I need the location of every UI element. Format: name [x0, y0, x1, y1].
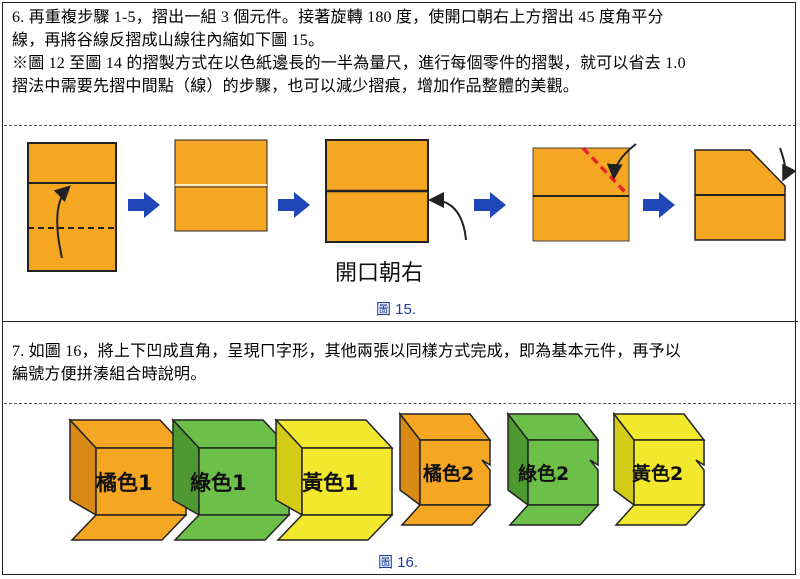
piece-yellow-1 — [274, 418, 394, 541]
fig15-step4-square — [532, 143, 637, 242]
label-orange-1: 橘色1 — [96, 471, 153, 495]
piece-green-1 — [171, 418, 291, 541]
fig15-arrow-3 — [474, 192, 506, 218]
step6-line2: 線，再將谷線反摺成山線往內縮如下圖 15。 — [12, 32, 325, 49]
fig15-arrow-4 — [643, 192, 675, 218]
label-green-1: 綠色1 — [190, 471, 247, 495]
piece-green-2 — [506, 411, 600, 526]
fig15-callout: 開口朝右 — [335, 261, 423, 286]
label-yellow-1: 黃色1 — [302, 471, 359, 495]
section-divider-dashed-2 — [4, 403, 796, 404]
section-divider — [2, 321, 798, 322]
section-divider-dashed — [4, 125, 796, 126]
figure-16-caption: 圖 16. — [378, 554, 419, 571]
step6-line1: 6. 再重複步驟 1-5，摺出一組 3 個元件。接著旋轉 180 度，使開口朝右… — [12, 9, 664, 26]
fig15-arrow-1 — [128, 192, 160, 218]
step7-text: 7. 如圖 16，將上下凹成直角，呈現ㄇ字形，其他兩張以同樣方式完成，即為基本元… — [12, 340, 788, 386]
step6-text: 6. 再重複步驟 1-5，摺出一組 3 個元件。接著旋轉 180 度，使開口朝右… — [12, 6, 788, 98]
step7-line2: 編號方便拼湊組合時說明。 — [12, 366, 207, 383]
fig15-step1-square — [27, 142, 117, 272]
fig15-step3-square — [325, 139, 467, 243]
step6-line3: ※圖 12 至圖 14 的摺製方式在以色紙邊長的一半為量尺，進行每個零件的摺製，… — [12, 55, 686, 72]
label-green-2: 綠色2 — [518, 462, 569, 485]
label-yellow-2: 黃色2 — [632, 462, 683, 485]
fig15-step5-square — [694, 147, 797, 241]
fig15-arrow-2 — [278, 192, 310, 218]
label-orange-2: 橘色2 — [422, 462, 474, 485]
fig15-step2-square — [174, 139, 268, 232]
piece-orange-1 — [68, 418, 188, 541]
piece-orange-2 — [398, 411, 492, 526]
figure-15-caption: 圖 15. — [376, 301, 417, 318]
step6-line4: 摺法中需要先摺中間點（線）的步驟，也可以減少摺痕，增加作品整體的美觀。 — [12, 78, 580, 95]
step7-line1: 7. 如圖 16，將上下凹成直角，呈現ㄇ字形，其他兩張以同樣方式完成，即為基本元… — [12, 343, 682, 360]
piece-yellow-2 — [612, 411, 706, 526]
